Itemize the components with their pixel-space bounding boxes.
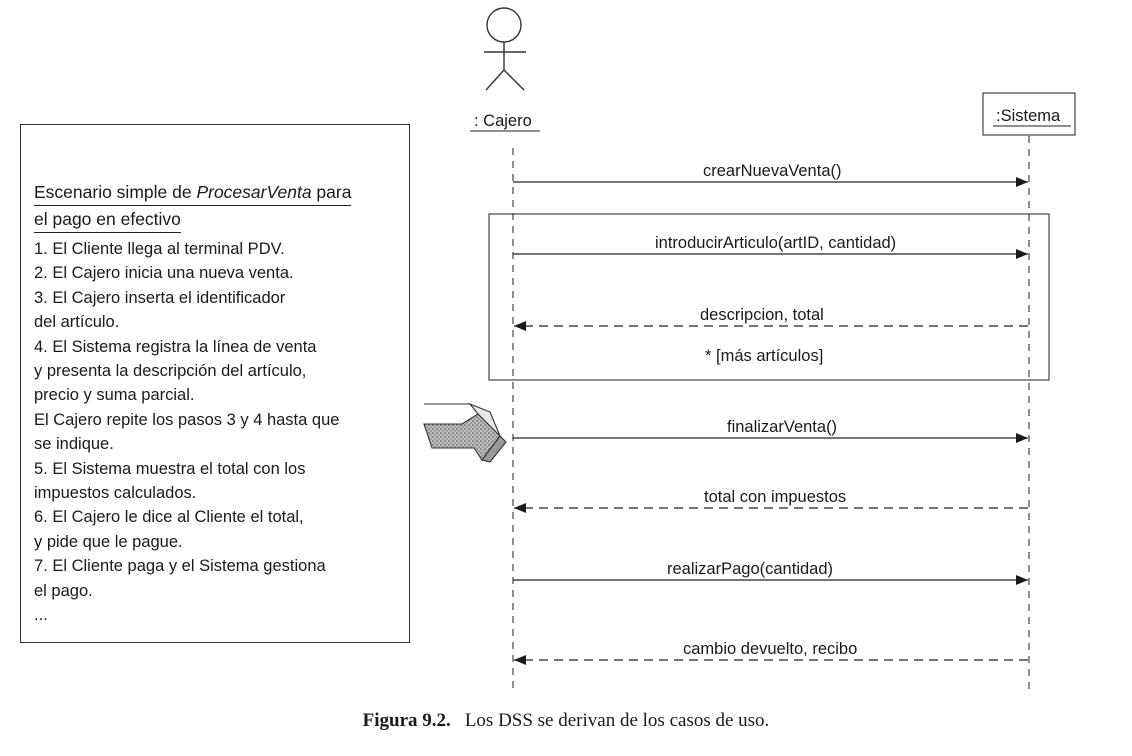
loop-frame bbox=[488, 213, 1050, 381]
message-label-cambio-recibo: cambio devuelto, recibo bbox=[683, 640, 858, 658]
scenario-step: y pide que le pague. bbox=[34, 532, 183, 551]
actor-icon bbox=[484, 7, 526, 91]
scenario-step: ... bbox=[34, 606, 48, 625]
caption-label: Figura 9.2. bbox=[362, 710, 451, 731]
scenario-step: 5. El Sistema muestra el total con los bbox=[34, 459, 306, 478]
scenario-step: impuestos calculados. bbox=[34, 484, 197, 503]
scenario-steps: 1. El Cliente llega al terminal PDV. 2. … bbox=[34, 237, 406, 628]
message-label-crear-nueva-venta: crearNuevaVenta() bbox=[703, 162, 842, 180]
message-label-finalizar-venta: finalizarVenta() bbox=[727, 418, 838, 436]
scenario-step: se indique. bbox=[34, 435, 114, 454]
scenario-step: el pago. bbox=[34, 581, 93, 600]
scenario-step: El Cajero repite los pasos 3 y 4 hasta q… bbox=[34, 410, 340, 429]
message-label-total-impuestos: total con impuestos bbox=[704, 488, 847, 506]
scenario-step: 7. El Cliente paga y el Sistema gestiona bbox=[34, 557, 326, 576]
scenario-title: Escenario simple de ProcesarVenta para e… bbox=[34, 179, 396, 233]
scenario-box: Escenario simple de ProcesarVenta para e… bbox=[20, 124, 410, 643]
derivation-arrow-icon bbox=[423, 402, 507, 463]
system-box bbox=[982, 92, 1076, 136]
scenario-step: 3. El Cajero inserta el identificador bbox=[34, 288, 286, 307]
scenario-title-line2: el pago en efectivo bbox=[34, 206, 181, 233]
scenario-step: y presenta la descripción del artículo, bbox=[34, 362, 307, 381]
caption-text: Los DSS se derivan de los casos de uso. bbox=[464, 710, 770, 731]
scenario-title-prefix: Escenario simple de bbox=[34, 182, 197, 202]
message-label-introducir-articulo: introducirArticulo(artID, cantidad) bbox=[655, 234, 897, 252]
scenario-title-suffix: para bbox=[311, 182, 352, 202]
figure-caption: Figura 9.2. Los DSS se derivan de los cas… bbox=[0, 710, 1132, 732]
scenario-step: 4. El Sistema registra la línea de venta bbox=[34, 337, 317, 356]
message-label-descripcion-total: descripcion, total bbox=[700, 306, 824, 324]
scenario-step: 6. El Cajero le dice al Cliente el total… bbox=[34, 508, 304, 527]
system-label: :Sistema bbox=[996, 107, 1061, 125]
scenario-step: 2. El Cajero inicia una nueva venta. bbox=[34, 264, 294, 283]
scenario-step: del artículo. bbox=[34, 313, 120, 332]
actor-label: : Cajero bbox=[474, 112, 532, 130]
scenario-title-italic: ProcesarVenta bbox=[196, 182, 312, 202]
message-label-realizar-pago: realizarPago(cantidad) bbox=[667, 560, 834, 578]
scenario-step: 1. El Cliente llega al terminal PDV. bbox=[34, 240, 285, 258]
scenario-step: precio y suma parcial. bbox=[34, 386, 195, 405]
loop-guard-label: * [más artículos] bbox=[705, 347, 824, 365]
